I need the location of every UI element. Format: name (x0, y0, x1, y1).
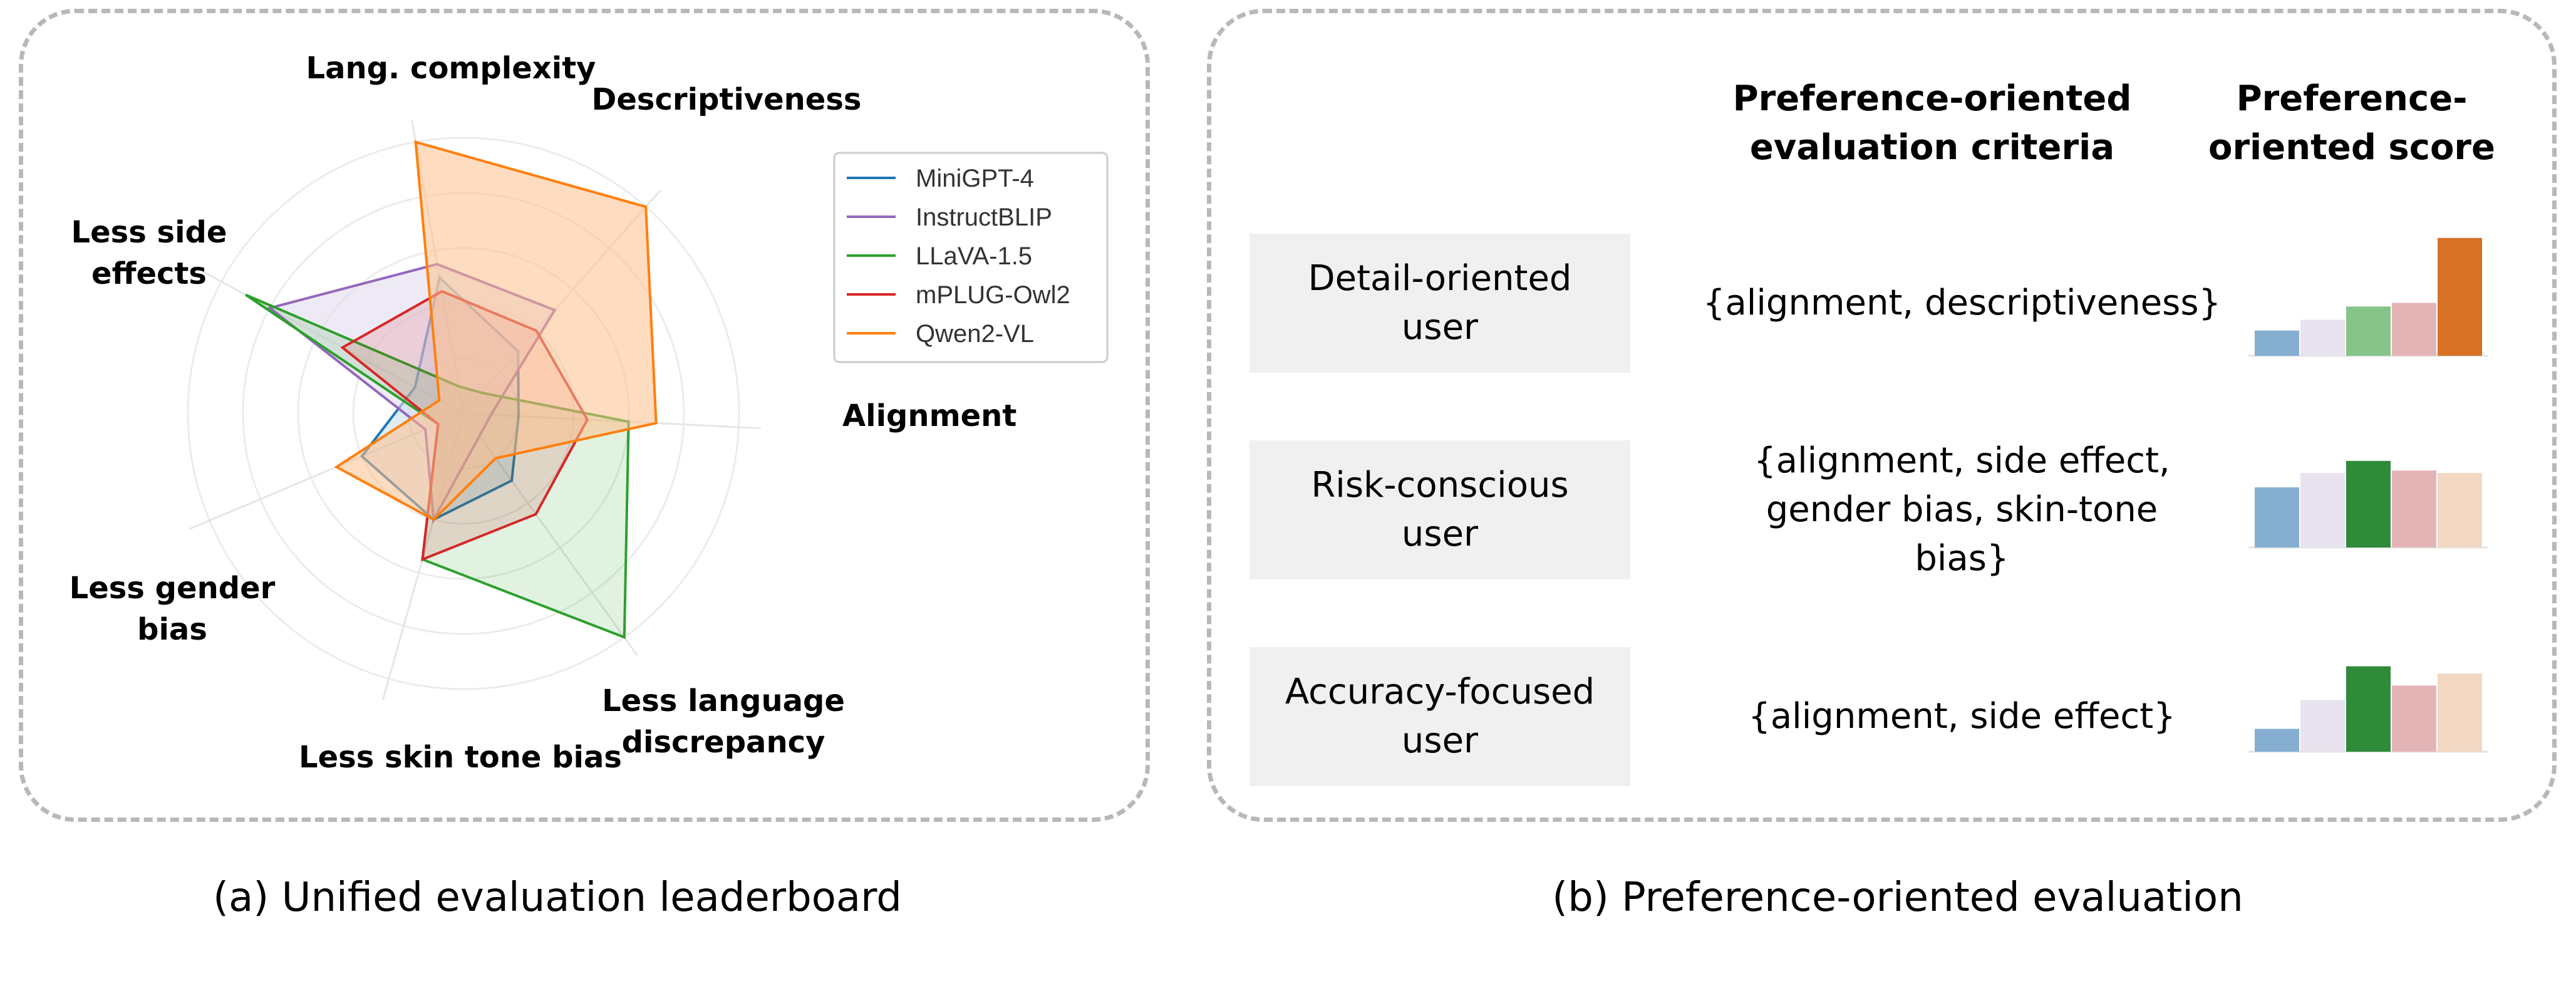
legend-label-instructblip: InstructBLIP (916, 204, 1052, 231)
leaderboard-panel (19, 9, 1150, 822)
radar-grid-ring (187, 137, 740, 690)
legend-label-qwen2-vl: Qwen2-VL (916, 320, 1034, 348)
legend-label-mplug-owl2: mPLUG-Owl2 (916, 281, 1070, 309)
caption-b: (b) Preference-oriented evaluation (1552, 875, 2243, 921)
preference-panel (1207, 9, 2557, 822)
criteria-header: Preference-oriented evaluation criteria (1732, 78, 2132, 168)
criteria-accuracy: {alignment, side effect} (1748, 696, 2176, 737)
user-type-detail: Detail-oriented user (1249, 234, 1630, 373)
axis-label-less-skin-tone-bias: Less skin tone bias (299, 740, 622, 775)
criteria-detail: {alignment, descriptiveness} (1702, 283, 2222, 323)
user-type-accuracy: Accuracy-focused user (1249, 647, 1630, 786)
radar-series-qwen2-vl (334, 140, 658, 521)
caption-a: (a) Unified evaluation leaderboard (213, 875, 902, 921)
axis-label-lang-complexity: Lang. complexity (306, 51, 596, 86)
legend-label-minigpt-4: MiniGPT-4 (916, 165, 1034, 192)
user-type-risk: Risk-conscious user (1249, 440, 1630, 579)
score-header: Preference-oriented score (2208, 78, 2496, 168)
legend-frame (833, 152, 1109, 363)
axis-label-descriptiveness: Descriptiveness (591, 82, 861, 117)
radar-chart: Lang. complexityDescriptivenessAlignment… (70, 51, 1109, 775)
criteria-risk: {alignment, side effect, gender bias, sk… (1754, 440, 2170, 579)
axis-label-alignment: Alignment (842, 398, 1016, 433)
legend-label-llava-1-5: LLaVA-1.5 (916, 242, 1032, 270)
